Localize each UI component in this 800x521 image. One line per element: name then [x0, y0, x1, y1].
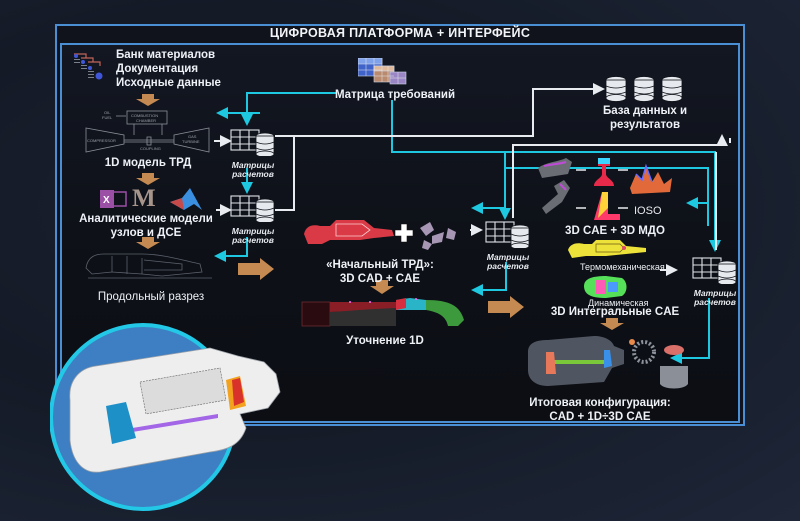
link-matrix3-to-db — [512, 134, 728, 218]
calc-matrix-3-line2: расчетов — [487, 261, 529, 271]
white-links — [214, 83, 731, 276]
link-mdo-box — [505, 167, 709, 226]
analytic-models-label: Аналитические модели узлов и ДСЕ — [76, 212, 216, 240]
schematic-fuel: FUEL — [102, 115, 113, 120]
matrix-db-icon — [692, 257, 737, 286]
link-matrix2-back — [214, 237, 248, 262]
refinement-1d-label: Уточнение 1D — [346, 335, 424, 347]
thermo-mechanical-image — [568, 240, 646, 258]
cyan-links — [214, 92, 721, 364]
final-config-line2: CAD + 1D÷3D CAE — [549, 411, 651, 423]
flow-arrow-down-4 — [370, 280, 394, 294]
link-matrix4-to-final — [670, 298, 710, 364]
bidirectional-arrows-icon — [576, 169, 628, 209]
schematic-compressor: COMPRESSOR — [87, 138, 116, 143]
engine-cutaway-render — [50, 323, 281, 511]
calc-matrix-1-line1: Матрицы — [231, 160, 275, 170]
matrix-db-icon — [485, 221, 530, 250]
database-label-line1: База данных и — [602, 105, 688, 117]
flow-arrow-right-1 — [238, 258, 274, 280]
calc-matrix-1-line2: расчетов — [232, 169, 274, 179]
cae-mdo-images: IOSO — [538, 158, 672, 220]
schematic-combustion-1: COMBUSTION — [131, 113, 158, 118]
ioso-logo: IOSO — [634, 205, 662, 217]
input-source-data: Исходные данные — [116, 77, 221, 89]
calc-matrix-2-line2: расчетов — [232, 235, 274, 245]
input-materials-bank: Банк материалов — [116, 49, 216, 61]
longitudinal-section-sketch — [85, 253, 212, 279]
integral-cae-label: 3D Интегральные CAE — [550, 306, 680, 318]
flow-arrow-down-1 — [136, 94, 160, 106]
flow-arrow-down-2 — [136, 173, 160, 185]
thermo-label: Термомеханическая — [580, 262, 665, 272]
flow-arrow-down-5 — [600, 318, 624, 330]
link-matrix1-to-db — [275, 83, 605, 137]
calc-matrix-4-line1: Матрицы — [693, 288, 737, 298]
mathcad-icon: M — [132, 185, 156, 212]
schematic-coupling: COUPLING — [140, 146, 161, 151]
schematic-combustion-2: CHAMBER — [136, 118, 156, 123]
diagram-title: ЦИФРОВАЯ ПЛАТФОРМА + ИНТЕРФЕЙС — [269, 26, 531, 40]
requirements-matrix-label: Матрица требований — [334, 89, 456, 101]
link-matrix2-join — [275, 136, 295, 211]
final-config-label: Итоговая конфигурация: CAD + 1D÷3D CAE — [520, 396, 680, 424]
analytic-models-line2: узлов и ДСЕ — [110, 227, 182, 239]
inputs-label: Банк материалов Документация Исходные да… — [116, 48, 221, 90]
longitudinal-section-label: Продольный разрез — [97, 291, 205, 303]
initial-engine-label: «Начальный ТРД»: 3D CAD + CAE — [320, 258, 440, 286]
matrix-db-icon — [230, 195, 275, 224]
model-1d-label: 1D модель ТРД — [104, 157, 192, 169]
dynamic-analysis-image — [584, 276, 627, 298]
database-label-line2: результатов — [609, 119, 681, 131]
engine-1d-schematic: OIL FUEL COMBUSTION CHAMBER COMPRESSOR C… — [85, 110, 210, 153]
initial-engine-cad-image — [304, 220, 456, 250]
calc-matrix-3-line1: Матрицы — [486, 252, 530, 262]
final-config-line1: Итоговая конфигурация: — [529, 397, 671, 409]
cae-mdo-label: 3D CAE + 3D МДО — [565, 225, 665, 237]
calc-matrix-2-line1: Матрицы — [231, 226, 275, 236]
input-documentation: Документация — [116, 63, 199, 75]
initial-engine-line2: 3D CAD + CAE — [339, 273, 421, 285]
excel-icon: X — [100, 190, 127, 208]
schematic-gas: GAS — [188, 134, 197, 139]
calc-matrix-4-line2: расчетов — [694, 297, 736, 307]
analytic-models-line1: Аналитические модели — [79, 213, 213, 225]
dynamic-label: Динамическая — [588, 298, 649, 308]
link-req-to-matrix1 — [241, 92, 336, 126]
requirements-matrix-icon — [358, 58, 407, 85]
svg-text:X: X — [103, 195, 110, 206]
initial-engine-line1: «Начальный ТРД»: — [326, 259, 434, 271]
flow-arrow-right-2 — [488, 296, 524, 318]
link-matrix3-down — [471, 262, 507, 296]
refinement-1d-image — [301, 298, 464, 327]
documents-gear-icon — [74, 53, 103, 80]
flow-arrow-down-3 — [136, 237, 160, 249]
schematic-oil: OIL — [104, 110, 111, 115]
matrix-db-icon — [230, 129, 275, 158]
database-label: База данных и результатов — [590, 104, 700, 132]
plus-icon — [394, 223, 414, 243]
schematic-turbine: TURBINE — [182, 139, 200, 144]
matlab-icon — [170, 188, 202, 210]
database-icon — [605, 76, 683, 102]
final-config-assembly-image — [528, 336, 688, 389]
